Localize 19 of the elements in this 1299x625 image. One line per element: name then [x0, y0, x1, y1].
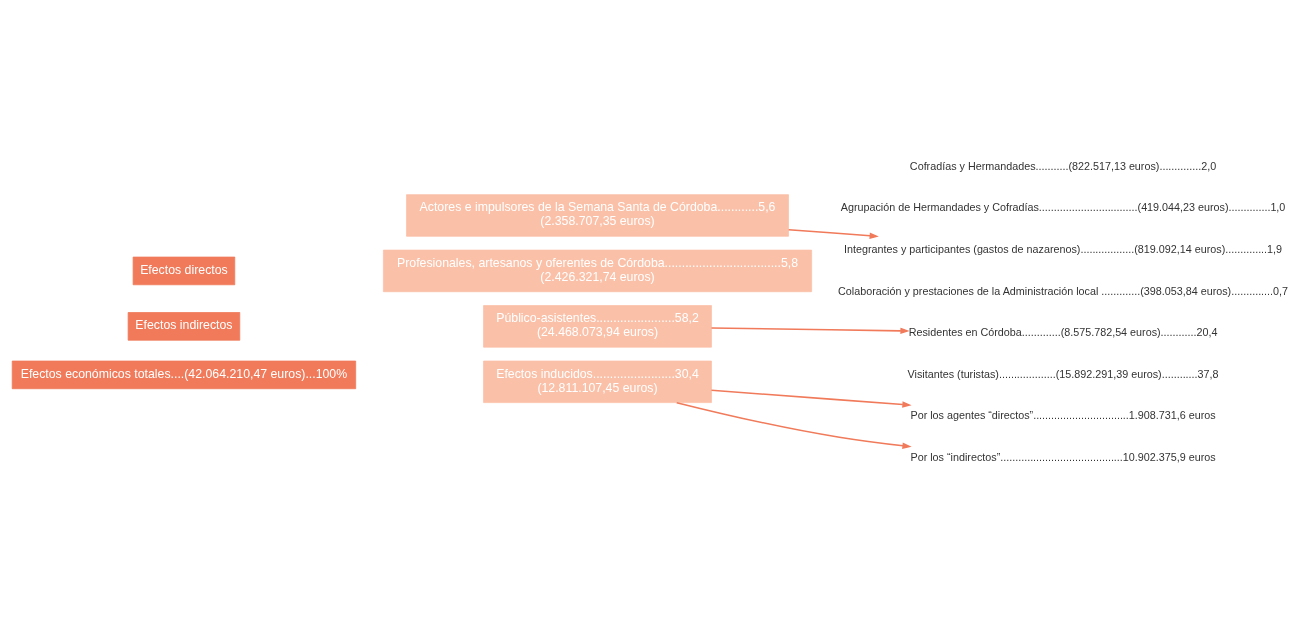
arrow: [787, 228, 879, 239]
arrow: [710, 389, 912, 408]
node-text: Por los agentes “directos”................................1.908.731,6 euros: [910, 409, 1216, 422]
label: Visitantes (turistas)...................(15.892.291,39 euros)............37,8: [907, 367, 1219, 380]
label: Colaboración y prestaciones de la Administración local .............(398.053,84 euros)..............0,7: [838, 284, 1289, 297]
node-box: Profesionales, artesanos y oferentes de Córdoba..................................5,8 (2.426.321,74 euros): [383, 249, 812, 293]
label: Agrupación de Hermandades y Cofradías.................................(419.044,23 euros)..............1,0: [840, 201, 1286, 214]
node-text: Residentes en Córdoba.............(8.575.782,54 euros)............20,4: [908, 326, 1218, 339]
node-box: Efectos indirectos: [127, 312, 241, 341]
node-text: Integrantes y participantes (gastos de nazarenos)..................(819.092,14 euros)..............1,9: [844, 242, 1283, 255]
label: Cofradías y Hermandades...........(822.517,13 euros)..............2,0: [909, 159, 1217, 172]
arrow: [676, 401, 912, 449]
node-text: Por los “indirectos”.........................................10.902.375,9 euros: [910, 450, 1216, 463]
node-box: Actores e impulsores de la Semana Santa de Córdoba............5,6 (2.358.707,35 euros): [406, 194, 789, 237]
node-box: Efectos inducidos........................30,4 (12.811.107,45 euros): [483, 360, 712, 403]
node-box: Público-asistentes.......................58,2 (24.468.073,94 euros): [483, 305, 712, 348]
arrow: [710, 327, 910, 335]
node-box: Efectos directos: [132, 256, 236, 286]
node-box: Efectos económicos totales....(42.064.210,47 euros)...100%: [11, 360, 357, 390]
